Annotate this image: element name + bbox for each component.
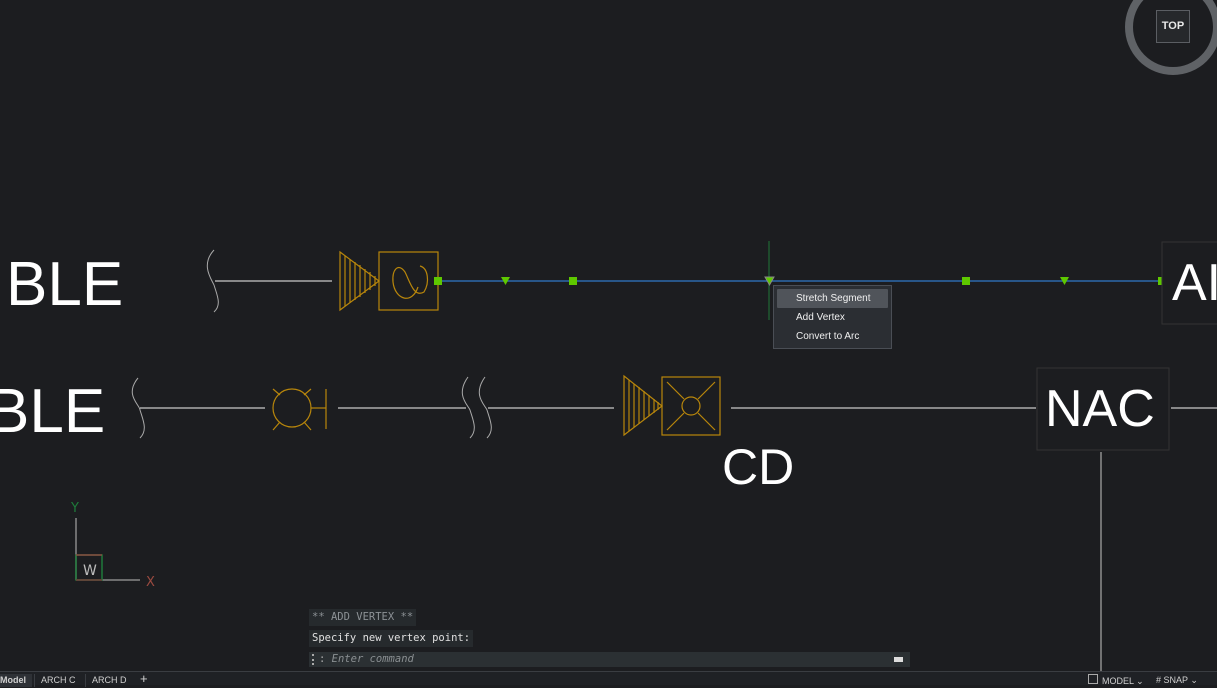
menu-item-convert-to-arc[interactable]: Convert to Arc bbox=[796, 331, 860, 342]
grip-vertex bbox=[962, 277, 970, 285]
command-history-line: ** ADD VERTEX ** bbox=[309, 609, 417, 626]
grid-icon: # bbox=[1156, 675, 1162, 685]
tab-model[interactable]: Model bbox=[0, 674, 32, 687]
tab-arch-c[interactable]: ARCH C bbox=[34, 674, 82, 687]
drawing-label-cd: CD bbox=[722, 439, 795, 495]
menu-item-add-vertex[interactable]: Add Vertex bbox=[796, 312, 845, 323]
break-symbol bbox=[131, 377, 145, 439]
label-box bbox=[1161, 241, 1217, 325]
command-history-line: Specify new vertex point: bbox=[309, 630, 474, 647]
viewcube-ring[interactable] bbox=[1125, 0, 1217, 75]
drawing-label: BLE bbox=[0, 377, 106, 446]
svg-text:Y: Y bbox=[70, 501, 79, 516]
break-symbol bbox=[478, 376, 492, 439]
ucs-icon: W Y X bbox=[70, 501, 155, 590]
tab-arch-d[interactable]: ARCH D bbox=[85, 674, 133, 687]
history-toggle-icon[interactable] bbox=[894, 657, 903, 662]
break-symbol bbox=[461, 376, 475, 439]
speaker-strobe-symbol bbox=[623, 374, 721, 437]
model-space-toggle[interactable]: MODEL ⌄ bbox=[1082, 674, 1150, 687]
grip-midpoint bbox=[501, 277, 510, 285]
snap-label: SNAP bbox=[1163, 675, 1188, 685]
status-bar: Model ARCH C ARCH D + MODEL ⌄ # SNAP ⌄ bbox=[0, 671, 1217, 687]
grip-midpoint bbox=[1060, 277, 1069, 285]
snap-toggle[interactable]: # SNAP ⌄ bbox=[1156, 675, 1198, 685]
light-fixture-symbol bbox=[272, 388, 327, 431]
drag-handle-icon[interactable] bbox=[312, 654, 316, 665]
menu-item-stretch-segment[interactable]: Stretch Segment bbox=[777, 289, 888, 308]
drawing-label-partial: AI bbox=[1172, 254, 1217, 312]
command-input[interactable]: : Enter command bbox=[309, 652, 910, 667]
grip-midpoint bbox=[764, 276, 775, 287]
grip-vertex bbox=[569, 277, 577, 285]
command-prompt: : bbox=[319, 653, 326, 665]
add-tab-plus-icon[interactable]: + bbox=[140, 671, 148, 686]
horn-strobe-symbol bbox=[339, 250, 439, 312]
viewcube-top-face[interactable]: TOP bbox=[1156, 10, 1190, 43]
command-placeholder: Enter command bbox=[331, 653, 414, 665]
model-label: MODEL bbox=[1102, 676, 1134, 686]
break-symbol bbox=[206, 249, 219, 313]
nac-box bbox=[1036, 367, 1170, 451]
grip-vertex bbox=[434, 277, 442, 285]
drawing-label-nac: NAC bbox=[1045, 380, 1155, 438]
model-icon bbox=[1088, 674, 1098, 684]
context-menu: Stretch Segment Add Vertex Convert to Ar… bbox=[773, 285, 892, 349]
drawing-label: BLE bbox=[6, 250, 124, 319]
svg-text:X: X bbox=[146, 575, 155, 590]
svg-text:W: W bbox=[83, 563, 97, 579]
